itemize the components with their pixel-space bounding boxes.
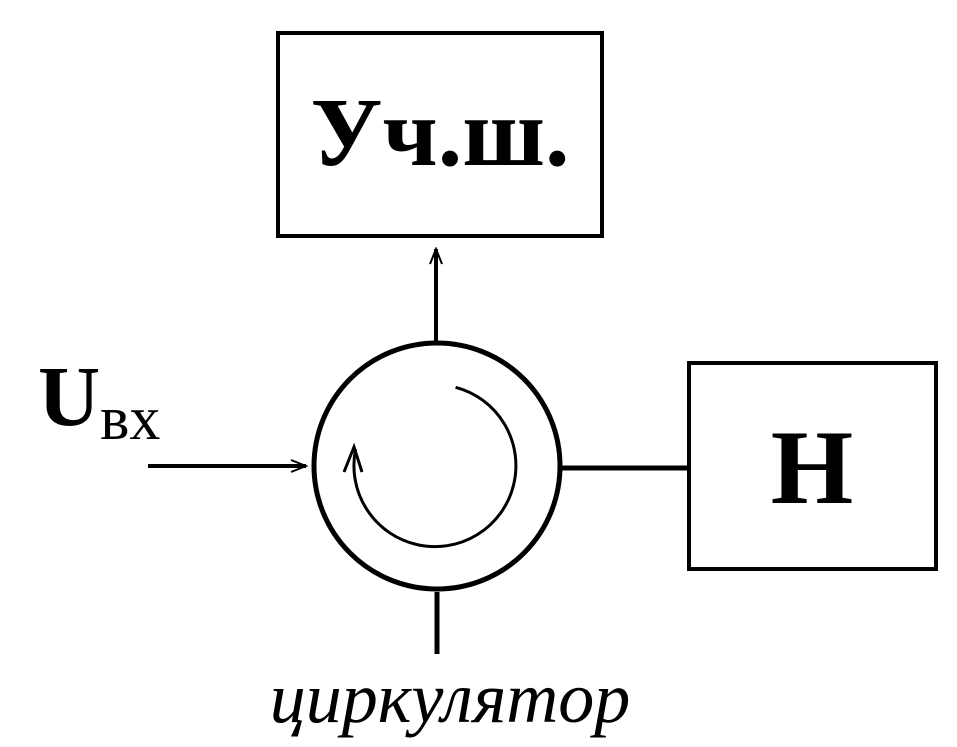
circulation-arrow	[352, 385, 518, 549]
amplifier-label: Уч.ш.	[311, 79, 570, 187]
circulator-caption: циркулятор	[270, 658, 631, 738]
circulator	[311, 340, 563, 592]
load-box	[687, 361, 938, 571]
amplifier-box	[276, 31, 604, 238]
amplifier-block: Уч.ш.	[276, 31, 604, 238]
circulation-arrowhead	[342, 442, 364, 473]
load-label: Н	[771, 409, 853, 526]
input-voltage-symbol: U	[38, 348, 100, 444]
input-voltage-subscript: вх	[100, 385, 160, 453]
circulator-circle	[311, 340, 563, 592]
load-block: Н	[687, 361, 938, 571]
input-voltage-label: Uвх	[38, 348, 160, 453]
